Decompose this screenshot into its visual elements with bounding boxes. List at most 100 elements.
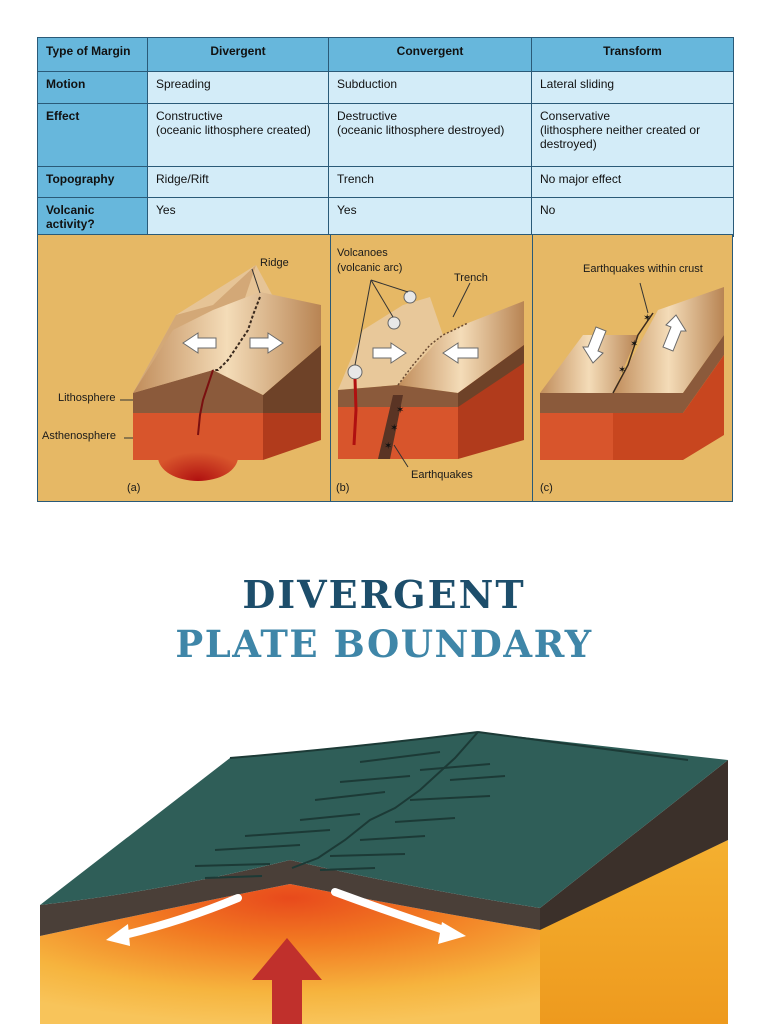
plate-top-surface <box>40 732 728 908</box>
panel-divider <box>330 235 331 501</box>
label-asthenosphere: Asthenosphere <box>42 430 116 442</box>
diagram-convergent: ✶ ✶ ✶ <box>338 279 524 468</box>
cell-line: Constructive <box>156 109 223 123</box>
caption-a: (a) <box>127 482 141 494</box>
cell-line: Conservative <box>540 109 611 123</box>
side-lithosphere <box>458 345 524 407</box>
earthquake-marker-icon: ✶ <box>396 405 404 416</box>
arrow-left-icon <box>182 332 217 354</box>
earthquake-marker-icon: ✶ <box>618 365 626 376</box>
cell-effect-divergent: Constructive (oceanic lithosphere create… <box>147 103 329 167</box>
ridge-crest <box>229 731 479 759</box>
cell-volcanic-divergent: Yes <box>147 197 329 237</box>
cell-motion-transform: Lateral sliding <box>531 71 734 104</box>
plate-margins-table: Type of Margin Divergent Convergent Tran… <box>37 37 734 237</box>
trench-line <box>397 322 469 386</box>
label-ridge: Ridge <box>260 257 289 269</box>
arrow-right-icon <box>249 332 284 354</box>
plate-boundary-diagrams: ✶ ✶ ✶ ✶ ✶ ✶ Ridge Lithosph <box>37 234 733 502</box>
cell-topography-convergent: Trench <box>328 166 532 198</box>
earthquake-leader <box>639 282 649 314</box>
cell-topography-transform: No major effect <box>531 166 734 198</box>
header-type-of-margin: Type of Margin <box>37 37 148 72</box>
asthenosphere-layer <box>338 407 458 459</box>
table-row: Topography Ridge/Rift Trench No major ef… <box>37 166 734 198</box>
volcano-icon <box>403 290 417 304</box>
row-label-topography: Topography <box>37 166 148 198</box>
spreading-arrow-right-icon <box>331 888 454 936</box>
cell-effect-transform: Conservative (lithosphere neither create… <box>531 103 734 167</box>
lithosphere-layer <box>133 370 263 413</box>
magma-conduit <box>352 378 358 446</box>
cell-line: (oceanic lithosphere destroyed) <box>337 123 505 137</box>
label-earthquakes: Earthquakes <box>411 469 473 481</box>
title-plate-boundary: PLATE BOUNDARY <box>175 622 593 666</box>
cell-topography-divergent: Ridge/Rift <box>147 166 329 198</box>
side-asthenosphere <box>613 355 724 460</box>
side-asthenosphere <box>263 413 321 460</box>
plate-surface <box>398 301 524 393</box>
cell-line: Destructive <box>337 109 398 123</box>
arrow-head-icon <box>106 924 130 946</box>
cell-volcanic-transform: No <box>531 197 734 237</box>
row-label-effect: Effect <box>37 103 148 167</box>
earthquake-marker-icon: ✶ <box>384 441 392 452</box>
surface-cracks <box>194 751 506 879</box>
lithosphere-layer <box>540 393 613 413</box>
ridge-leader <box>251 268 261 294</box>
title-divergent: DIVERGENT <box>242 572 526 617</box>
cell-motion-convergent: Subduction <box>328 71 532 104</box>
ridge-line <box>213 296 261 371</box>
arrow-down-icon <box>582 326 607 364</box>
arrow-head-icon <box>438 922 466 944</box>
magma-conduit <box>197 369 214 436</box>
crust-front <box>40 860 540 936</box>
header-divergent: Divergent <box>147 37 329 72</box>
header-convergent: Convergent <box>328 37 532 72</box>
spreading-arrow-left-icon <box>116 894 242 940</box>
arrow-right-icon <box>372 342 407 364</box>
table-row: Volcanic activity? Yes Yes No <box>37 197 734 237</box>
earthquake-marker-icon: ✶ <box>643 313 651 324</box>
caption-b: (b) <box>336 482 350 494</box>
ridge-crest <box>477 731 689 761</box>
plate-surface <box>540 335 638 393</box>
fault-line <box>612 312 654 394</box>
rift-line <box>291 731 479 869</box>
crust-side <box>540 760 728 930</box>
divergent-boundary-illustration <box>40 731 728 1024</box>
subducting-slab <box>378 395 403 459</box>
volcano-icon <box>347 364 363 380</box>
cell-volcanic-convergent: Yes <box>328 197 532 237</box>
label-trench: Trench <box>454 272 488 284</box>
cell-line: destroyed) <box>540 137 597 151</box>
header-transform: Transform <box>531 37 734 72</box>
earthquake-marker-icon: ✶ <box>630 339 638 350</box>
row-label-motion: Motion <box>37 71 148 104</box>
label-earthquakes-within-crust: Earthquakes within crust <box>583 263 703 275</box>
cell-line: (lithosphere neither created or <box>540 123 701 137</box>
volcano-leader <box>370 279 394 318</box>
plate-surface <box>133 292 321 395</box>
side-lithosphere <box>613 335 724 413</box>
cell-line: (oceanic lithosphere created) <box>156 123 311 137</box>
volcano-leader <box>354 279 372 366</box>
label-volcanoes: Volcanoes <box>337 247 388 259</box>
row-label-volcanic-activity: Volcanic activity? <box>37 197 148 237</box>
volcano-icon <box>387 316 401 330</box>
label-volcanic-arc: (volcanic arc) <box>337 262 403 274</box>
panel-divider <box>532 235 533 501</box>
magma-plume <box>158 433 238 481</box>
diagram-artwork: ✶ ✶ ✶ ✶ ✶ ✶ <box>120 265 724 481</box>
cell-motion-divergent: Spreading <box>147 71 329 104</box>
label-lithosphere: Lithosphere <box>58 392 116 404</box>
table-header-row: Type of Margin Divergent Convergent Tran… <box>37 37 734 72</box>
earthquake-marker-icon: ✶ <box>390 423 398 434</box>
earthquake-leader <box>393 444 409 468</box>
volcano-leader <box>370 279 409 293</box>
arrow-left-icon <box>442 342 479 364</box>
table-row: Effect Constructive (oceanic lithosphere… <box>37 103 734 167</box>
mantle-side <box>540 840 728 1024</box>
caption-c: (c) <box>540 482 553 494</box>
table-row: Motion Spreading Subduction Lateral slid… <box>37 71 734 104</box>
